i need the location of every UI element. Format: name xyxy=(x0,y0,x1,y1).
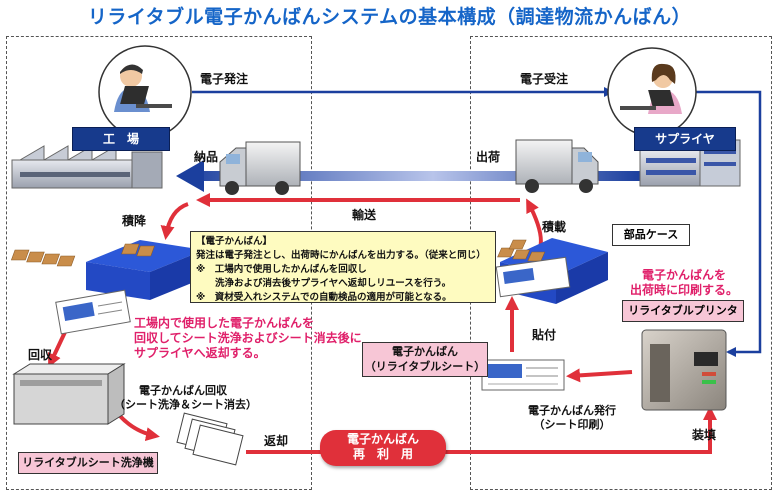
reuse-badge: 電子かんばん 再 利 用 xyxy=(320,430,446,466)
rewritable-line-2: （リライタブルシート） xyxy=(364,360,486,373)
parts-crate-left-icon xyxy=(10,240,204,300)
kanban-collect-line-1: 電子かんばん回収 xyxy=(139,384,227,397)
printer-note-line-2: 出荷時に印刷する。 xyxy=(630,283,739,297)
kanban-collect-line-2: （シート洗浄＆シート消去） xyxy=(114,398,257,411)
collect-arrow xyxy=(47,329,68,368)
printer-note-line-1: 電子かんばんを xyxy=(642,268,727,282)
delivery-in-label: 納品 xyxy=(194,150,219,164)
supplier-to-printer-line xyxy=(684,90,762,357)
install-label: 装填 xyxy=(692,428,717,442)
load-label: 積載 xyxy=(542,220,567,234)
factory-tag: 工 場 xyxy=(72,127,170,151)
info-heading: 【電子かんばん】 xyxy=(196,236,273,247)
washer-label: リライタブルシート洗浄機 xyxy=(18,452,158,474)
issue-arrow xyxy=(566,368,633,383)
printer-label: リライタブルプリンタ xyxy=(622,300,744,322)
unload-label: 積降 xyxy=(122,214,147,228)
collect-label: 回収 xyxy=(28,348,53,362)
info-line-1: 発注は電子発注とし、出荷時にかんばんを出力する。（従来と同じ） xyxy=(196,250,486,261)
kanban-card-left-icon xyxy=(55,289,131,335)
factory-note-line-2: 回収してシート洗浄およびシート消去後に xyxy=(134,331,362,345)
kanban-info-box: 【電子かんばん】 発注は電子発注とし、出荷時にかんばんを出力する。（従来と同じ）… xyxy=(190,231,496,303)
reuse-line-1: 電子かんばん xyxy=(346,432,419,446)
reuse-line-2: 再 利 用 xyxy=(352,447,413,461)
supplier-worker-icon xyxy=(607,47,697,137)
rewritable-printer-icon xyxy=(641,329,727,411)
kanban-issue-label: 電子かんばん発行 （シート印刷） xyxy=(520,404,624,432)
kanban-issue-line-2: （シート印刷） xyxy=(533,418,611,431)
rewritable-line-1: 電子かんばん xyxy=(392,345,458,358)
kanban-card-right-icon xyxy=(495,256,571,298)
unload-arrow xyxy=(160,202,189,240)
info-line-3: 洗浄および消去後サプライヤへ返却しリユースを行う。 xyxy=(196,278,452,289)
rewritable-sheet-box: 電子かんばん （リライタブルシート） xyxy=(362,342,488,377)
factory-building-icon xyxy=(11,145,163,189)
kanban-card-printed-icon xyxy=(481,359,565,391)
attach-label: 貼付 xyxy=(532,328,557,342)
truck-left-icon xyxy=(219,141,301,195)
wash-arrow xyxy=(118,414,160,442)
kanban-issue-line-1: 電子かんばん発行 xyxy=(528,404,616,417)
order-send-label: 電子発注 xyxy=(200,72,249,86)
info-line-2: ※ 工場内で使用したかんばんを回収し xyxy=(196,264,367,275)
info-line-4: ※ 資材受入れシステムでの自動検品の適用が可能となる。 xyxy=(196,292,452,303)
factory-note-line-1: 工場内で使用した電子かんばんを xyxy=(134,316,315,330)
factory-note: 工場内で使用した電子かんばんを 回収してシート洗浄およびシート消去後に サプライ… xyxy=(134,316,362,361)
page-title: リライタブル電子かんばんシステムの基本構成（調達物流かんばん） xyxy=(87,6,692,28)
washer-machine-icon xyxy=(12,363,126,425)
delivery-arrowhead xyxy=(176,160,204,192)
transport-label: 輸送 xyxy=(352,208,377,222)
parts-case-label: 部品ケース xyxy=(612,224,690,246)
factory-worker-icon xyxy=(98,45,192,139)
kanban-collect-label: 電子かんばん回収 （シート洗浄＆シート消去） xyxy=(114,384,257,412)
truck-right-icon xyxy=(515,139,599,193)
return-arrow xyxy=(246,406,717,454)
shipping-label: 出荷 xyxy=(476,150,501,164)
factory-note-line-3: サプライヤへ返却する。 xyxy=(134,346,266,360)
printer-note: 電子かんばんを 出荷時に印刷する。 xyxy=(630,268,738,298)
supplier-tag: サプライヤ xyxy=(634,127,736,151)
order-receive-label: 電子受注 xyxy=(520,72,569,86)
collected-sheets-icon xyxy=(176,412,244,466)
return-label: 返却 xyxy=(264,434,289,448)
